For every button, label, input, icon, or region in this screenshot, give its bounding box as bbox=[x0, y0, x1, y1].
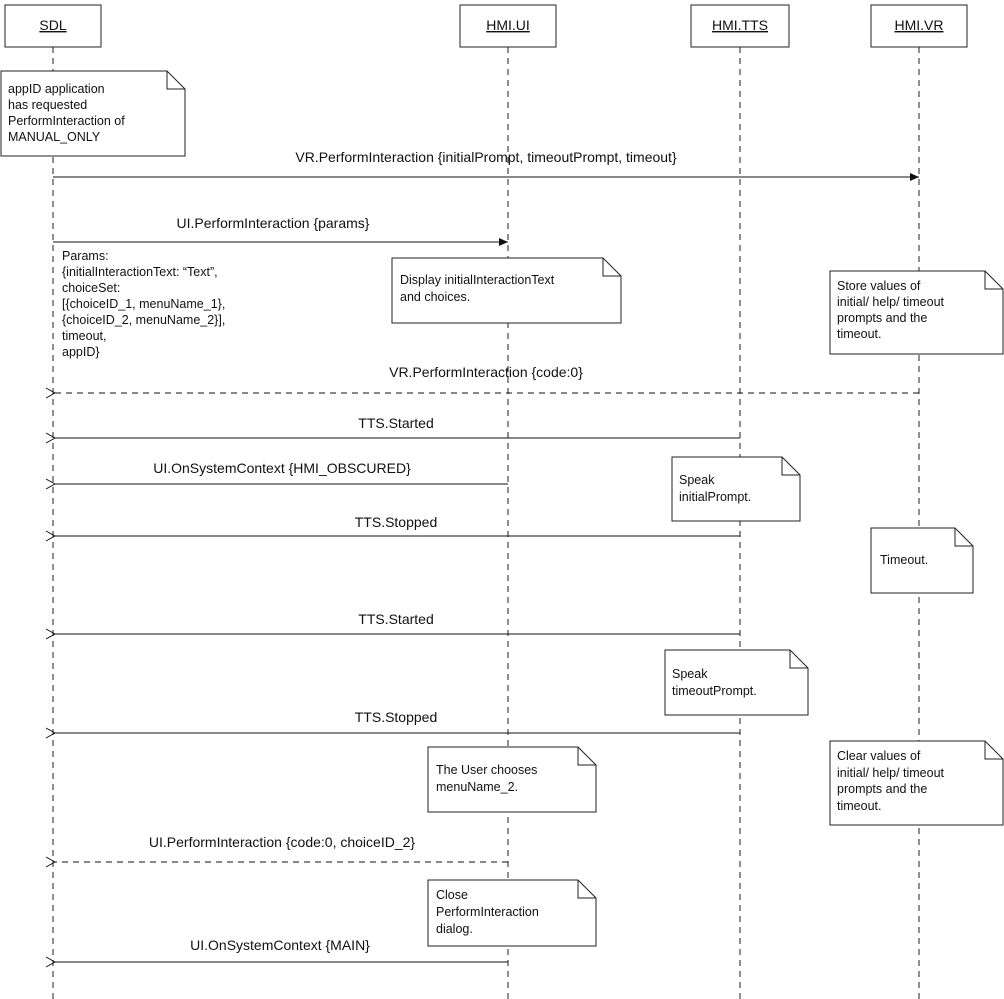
message-label: TTS.Stopped bbox=[355, 709, 438, 725]
message-tts-started-2: TTS.Started bbox=[55, 611, 740, 634]
note-4-line-2: initialPrompt. bbox=[679, 490, 751, 504]
note-2-line-1: Display initialInteractionText bbox=[400, 273, 555, 287]
message-label: UI.OnSystemContext {HMI_OBSCURED} bbox=[153, 460, 411, 476]
message-ui-on-system-context-obscured: UI.OnSystemContext {HMI_OBSCURED} bbox=[55, 460, 508, 484]
note-8-line-2: initial/ help/ timeout bbox=[837, 766, 945, 780]
params-line-4: [{choiceID_1, menuName_1}, bbox=[62, 297, 225, 311]
params-line-2: {initialInteractionText: “Text”, bbox=[62, 265, 218, 279]
participant-sdl-label: SDL bbox=[39, 17, 66, 33]
params-line-5: {choiceID_2, menuName_2}], bbox=[62, 313, 225, 327]
participant-hmi-ui: HMI.UI bbox=[459, 4, 557, 48]
note-4-line-1: Speak bbox=[679, 473, 715, 487]
params-line-6: timeout, bbox=[62, 329, 106, 343]
participant-hmi-tts: HMI.TTS bbox=[690, 4, 790, 48]
note-3-line-2: initial/ help/ timeout bbox=[837, 295, 945, 309]
note-3-line-3: prompts and the bbox=[837, 311, 927, 325]
note-1-line-2: has requested bbox=[8, 98, 87, 112]
note-timeout: Timeout. bbox=[870, 527, 974, 594]
message-label: UI.OnSystemContext {MAIN} bbox=[190, 937, 370, 953]
message-ui-on-system-context-main: UI.OnSystemContext {MAIN} bbox=[55, 937, 508, 962]
note-9-line-2: PerformInteraction bbox=[436, 905, 539, 919]
note-3-line-4: timeout. bbox=[837, 327, 881, 341]
note-2-line-2: and choices. bbox=[400, 290, 470, 304]
note-7-line-1: The User chooses bbox=[436, 763, 537, 777]
note-1-line-4: MANUAL_ONLY bbox=[8, 130, 101, 144]
note-9-line-1: Close bbox=[436, 888, 468, 902]
message-label: UI.PerformInteraction {code:0, choiceID_… bbox=[149, 834, 415, 850]
note-9-line-3: dialog. bbox=[436, 922, 473, 936]
note-display-choices: Display initialInteractionText and choic… bbox=[391, 257, 622, 324]
note-user-chooses: The User chooses menuName_2. bbox=[427, 746, 597, 813]
note-1-line-3: PerformInteraction of bbox=[8, 114, 125, 128]
note-6-line-2: timeoutPrompt. bbox=[672, 684, 757, 698]
note-8-line-3: prompts and the bbox=[837, 782, 927, 796]
participant-sdl: SDL bbox=[4, 4, 102, 48]
note-appid-request: appID application has requested PerformI… bbox=[0, 70, 186, 157]
note-7-line-2: menuName_2. bbox=[436, 780, 518, 794]
params-line-3: choiceSet: bbox=[62, 281, 120, 295]
message-label: TTS.Stopped bbox=[355, 514, 438, 530]
note-1-line-1: appID application bbox=[8, 82, 105, 96]
note-5-line-1: Timeout. bbox=[880, 553, 928, 567]
message-vr-perform-interaction: VR.PerformInteraction {initialPrompt, ti… bbox=[53, 149, 919, 181]
participant-hmi-tts-label: HMI.TTS bbox=[712, 17, 768, 33]
message-label: TTS.Started bbox=[358, 415, 433, 431]
note-3-line-1: Store values of bbox=[837, 279, 921, 293]
message-label: UI.PerformInteraction {params} bbox=[177, 215, 370, 231]
message-label: TTS.Started bbox=[358, 611, 433, 627]
note-speak-initial-prompt: Speak initialPrompt. bbox=[671, 456, 801, 522]
params-line-7: appID} bbox=[62, 345, 100, 359]
note-6-line-1: Speak bbox=[672, 667, 708, 681]
message-tts-stopped-1: TTS.Stopped bbox=[55, 514, 740, 536]
message-ui-perform-interaction: UI.PerformInteraction {params} bbox=[53, 215, 508, 246]
params-text-block: Params: {initialInteractionText: “Text”,… bbox=[62, 249, 225, 359]
note-close-dialog: Close PerformInteraction dialog. bbox=[427, 879, 597, 947]
message-label: VR.PerformInteraction {initialPrompt, ti… bbox=[295, 149, 677, 165]
participant-hmi-ui-label: HMI.UI bbox=[486, 17, 530, 33]
message-tts-started-1: TTS.Started bbox=[55, 415, 740, 438]
note-clear-values: Clear values of initial/ help/ timeout p… bbox=[829, 740, 1004, 826]
message-ui-perform-interaction-response: UI.PerformInteraction {code:0, choiceID_… bbox=[55, 834, 508, 862]
participant-hmi-vr-label: HMI.VR bbox=[895, 17, 944, 33]
note-store-values: Store values of initial/ help/ timeout p… bbox=[829, 270, 1004, 355]
note-speak-timeout-prompt: Speak timeoutPrompt. bbox=[664, 649, 809, 716]
message-vr-perform-interaction-response: VR.PerformInteraction {code:0} bbox=[55, 364, 919, 393]
message-tts-stopped-2: TTS.Stopped bbox=[55, 709, 740, 733]
note-8-line-4: timeout. bbox=[837, 799, 881, 813]
participant-hmi-vr: HMI.VR bbox=[870, 4, 968, 48]
message-label: VR.PerformInteraction {code:0} bbox=[389, 364, 583, 380]
note-8-line-1: Clear values of bbox=[837, 749, 921, 763]
params-line-1: Params: bbox=[62, 249, 109, 263]
